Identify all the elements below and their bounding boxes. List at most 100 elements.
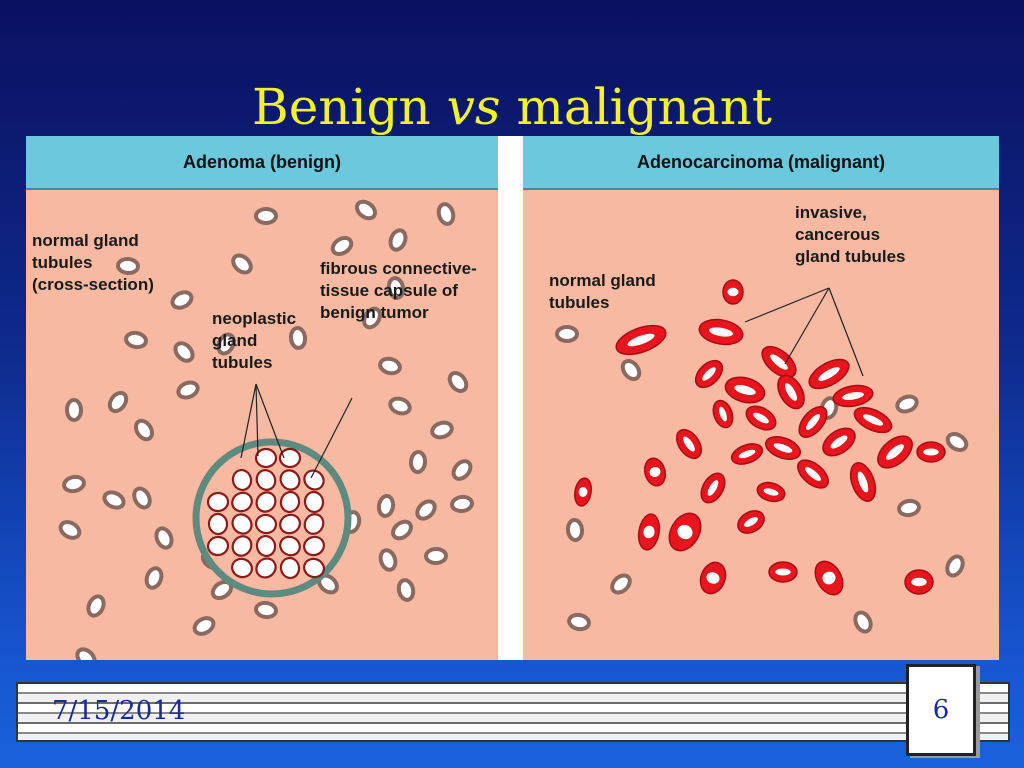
neoplastic-tubule	[255, 557, 277, 579]
normal-tubule	[75, 647, 97, 660]
label-normal-gland-left: normal gland tubules (cross-section)	[32, 231, 154, 294]
normal-tubule	[853, 610, 873, 634]
neoplastic-tubule	[255, 469, 277, 491]
normal-tubule	[378, 356, 402, 376]
cancer-lumen	[649, 467, 661, 477]
neoplastic-tubule	[303, 490, 325, 514]
neoplastic-tubule	[231, 491, 253, 513]
cancer-lumen	[727, 287, 739, 297]
cancer-lumen	[578, 487, 588, 497]
neoplastic-tubule	[231, 513, 253, 535]
benign-illustration: normal gland tubules (cross-section) neo…	[32, 199, 477, 660]
normal-tubules-right	[555, 325, 969, 634]
label-normal-gland-right: normal gland tubules	[549, 271, 660, 312]
normal-tubule	[86, 594, 106, 618]
normal-tubule	[116, 256, 140, 276]
comparison-figure: Adenoma (benign) normal gland tubules (c…	[26, 136, 999, 660]
cancer-lumen	[738, 449, 756, 459]
normal-tubule	[288, 326, 308, 350]
normal-tubule	[388, 228, 408, 252]
normal-tubule	[58, 520, 82, 540]
normal-tubule	[897, 498, 921, 518]
normal-tubule	[424, 546, 448, 566]
normal-tubule	[567, 612, 591, 632]
normal-tubule	[447, 371, 469, 393]
neoplastic-tubule	[279, 513, 301, 535]
cancer-lumen	[806, 414, 820, 430]
cancer-lumen	[627, 333, 655, 347]
cancer-lumen	[770, 354, 788, 370]
slide-title: Benign vs malignant	[0, 72, 1024, 142]
normal-tubule	[555, 325, 579, 343]
malignant-panel: Adenocarcinoma (malignant) normal gland …	[523, 136, 999, 660]
cancer-lumen	[862, 414, 884, 426]
neoplastic-tubule	[279, 535, 301, 557]
normal-tubule	[388, 396, 412, 416]
cancer-lumen	[719, 406, 727, 422]
title-part-1: Benign	[252, 78, 431, 136]
cancer-lumen	[763, 488, 779, 496]
neoplastic-tubule	[206, 535, 230, 557]
neoplastic-tubule	[231, 557, 253, 579]
neoplastic-tubule	[303, 469, 325, 491]
normal-tubule	[62, 474, 86, 494]
label-invasive: invasive, cancerous gland tubules	[795, 203, 906, 266]
slide-date: 7/15/2014	[52, 696, 186, 726]
cancer-lumen	[707, 480, 719, 496]
normal-tubule	[945, 432, 969, 452]
neoplastic-tubule	[206, 491, 230, 513]
title-italic-vs: vs	[446, 78, 501, 136]
normal-tubule	[330, 236, 354, 256]
normal-tubule	[415, 499, 437, 521]
cancer-lumen	[744, 517, 758, 527]
neoplastic-tubule	[279, 556, 301, 580]
normal-tubule	[436, 202, 456, 226]
normal-tubule	[945, 554, 965, 578]
invasive-cancer-tubules	[574, 279, 946, 596]
neoplastic-tubule	[254, 513, 278, 535]
neoplastic-tubules	[206, 447, 325, 580]
benign-tumor	[192, 438, 352, 598]
cancer-lumen	[818, 367, 840, 381]
neoplastic-tubule	[303, 513, 325, 535]
cancer-lumen	[886, 444, 904, 460]
normal-tubule	[132, 486, 152, 510]
pointer-lines-left	[240, 383, 353, 479]
cancer-lumen	[753, 412, 769, 424]
malignant-panel-header: Adenocarcinoma (malignant)	[523, 136, 999, 190]
normal-tubule	[396, 578, 416, 602]
normal-tubule	[124, 330, 148, 350]
neoplastic-tubule	[231, 535, 253, 557]
cancer-lumen	[773, 443, 793, 453]
neoplastic-tubule	[255, 534, 277, 558]
benign-panel-header: Adenoma (benign)	[26, 136, 498, 190]
normal-tubule	[254, 600, 278, 620]
normal-tubule	[107, 390, 129, 414]
normal-tubule	[408, 450, 428, 474]
benign-panel: Adenoma (benign) normal gland tubules (c…	[26, 136, 498, 660]
cancer-lumen	[775, 568, 791, 576]
cancer-lumen	[643, 525, 655, 539]
cancer-lumen	[842, 392, 864, 400]
normal-tubule	[430, 420, 454, 440]
normal-tubule	[154, 526, 174, 550]
page-number: 6	[906, 664, 976, 756]
normal-tubule	[254, 207, 278, 225]
malignant-illustration: normal gland tubules invasive, cancerous…	[549, 203, 969, 634]
cancer-lumen	[822, 571, 836, 585]
normal-tubule	[378, 548, 398, 572]
footer-bar	[16, 682, 1010, 742]
neoplastic-tubule	[231, 468, 253, 492]
cancer-lumen	[677, 524, 693, 540]
cancer-lumen	[785, 383, 797, 401]
normal-tubule	[376, 494, 396, 518]
neoplastic-tubule	[303, 535, 325, 557]
normal-tubule	[144, 566, 164, 590]
cancer-lumen	[923, 448, 939, 456]
normal-tubule	[64, 398, 84, 422]
label-neoplastic: neoplastic gland tubules	[212, 309, 301, 372]
title-part-2: malignant	[516, 78, 772, 136]
normal-tubule	[895, 394, 919, 414]
normal-tubule	[610, 573, 632, 595]
normal-tubule	[170, 290, 194, 310]
